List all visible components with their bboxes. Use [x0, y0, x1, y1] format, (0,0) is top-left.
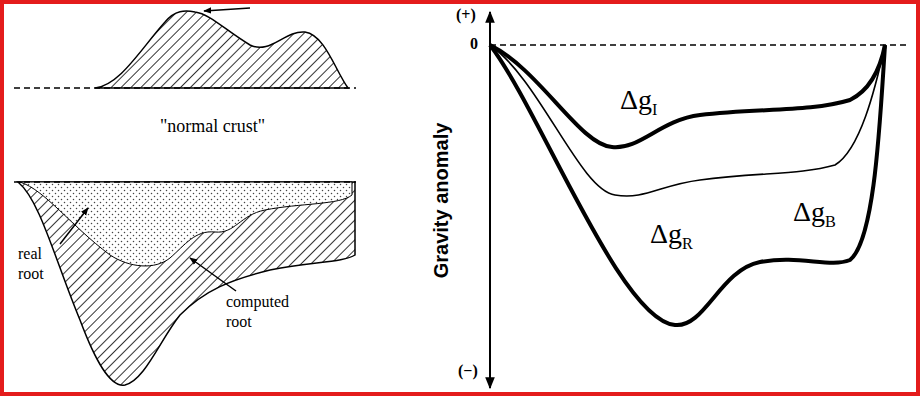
topography [95, 11, 348, 88]
bouguer-curve [490, 45, 885, 325]
crust-base-dashed-line [14, 181, 356, 183]
surface-dashed-line [14, 87, 356, 89]
y-axis [489, 12, 491, 388]
curve-label: ΔgI [620, 84, 657, 116]
zero-line [490, 44, 910, 46]
axis-sign: (−) [458, 362, 478, 380]
leader-line [190, 258, 236, 291]
axis-sign: (+) [456, 6, 476, 24]
curve-label: ΔgR [650, 218, 693, 250]
callout-label: real root [18, 244, 62, 284]
computed-root [20, 182, 352, 266]
region-label: "normal crust" [160, 116, 265, 137]
residual-curve [490, 45, 885, 196]
real-root [18, 182, 355, 385]
axis-tick: 0 [470, 35, 478, 53]
axis-title: Gravity anomaly [431, 122, 454, 278]
leader-line [60, 208, 88, 244]
isostatic-curve [490, 45, 885, 147]
callout-label: computed root [226, 292, 306, 332]
curve-label: ΔgB [793, 196, 836, 228]
topo-arrow [204, 8, 250, 11]
